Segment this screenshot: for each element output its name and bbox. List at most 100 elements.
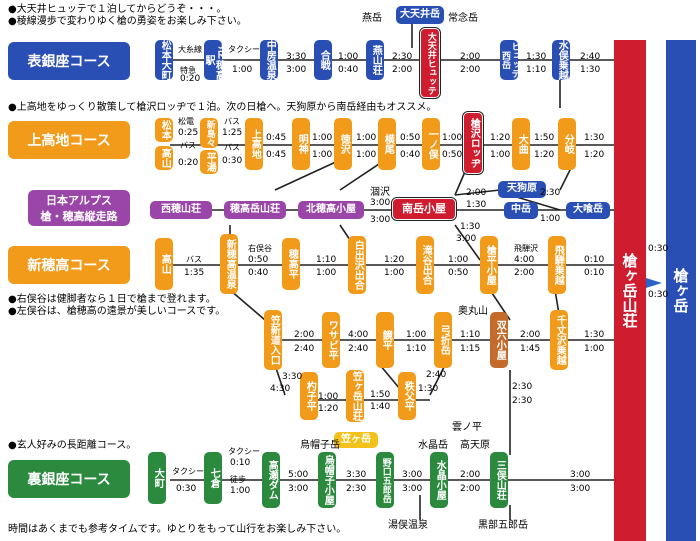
node-noguchi[interactable]: 野口五郎岳 [376,452,394,508]
node-akigane[interactable]: 秩父平 [398,372,416,420]
node-senjo[interactable]: 千丈沢乗越 [550,310,568,370]
node-yokoo[interactable]: 横尾 [378,118,396,170]
time-omote-1: 0:20 [180,74,201,84]
node-bunki[interactable]: 分岐 [558,118,576,170]
time-shin-6: 1:20 [384,255,405,265]
node-suisho[interactable]: 水晶小屋 [430,452,448,508]
trans-ura-taxi1: タクシー [172,467,204,476]
node-shinhotaka-spa[interactable]: 新穂高温泉 [220,234,238,294]
node-daitenjo-top[interactable]: 大天井岳 [396,6,444,24]
time-ura-12: 3:00 [570,470,591,480]
node-minami[interactable]: 南岳小屋 [392,198,456,220]
time-kami-10: 1:00 [356,150,377,160]
node-ichinomata[interactable]: 一ノ俣 [422,118,440,170]
node-hotaka-sanso[interactable]: 穂高岳山荘 [224,201,286,219]
time-kami-15: 1:20 [490,133,511,143]
trans-migi: 右俣谷 [248,244,272,253]
node-hida[interactable]: 飛騨乗越 [548,236,566,294]
time-kasa-10: 1:45 [520,344,541,354]
time-kl-8: 1:30 [418,384,439,394]
label-okumaru: 奥丸山 [458,306,488,317]
time-kl-5: 1:00 [318,392,339,402]
time-kl-7: 2:40 [426,370,447,380]
node-ura-omachi[interactable]: 大町 [148,452,166,504]
node-tokusawa[interactable]: 徳沢 [334,118,352,170]
node-shinshima[interactable]: 新島々 [200,118,218,148]
time-ura-6: 3:30 [346,470,367,480]
time-kami-16: 1:00 [490,150,511,160]
node-matsumoto-omachi[interactable]: 松本大町 [155,40,173,80]
time-shin-12: 0:10 [584,255,605,265]
time-alps-4: 1:30 [466,200,487,210]
node-obami[interactable]: 大喰岳 [566,202,610,219]
node-mizumata[interactable]: 水俣乗越 [552,40,570,80]
node-nakadake[interactable]: 中岳 [504,202,538,219]
node-eboshi[interactable]: 烏帽子小屋 [318,452,336,508]
time-kami-5: 0:45 [266,133,287,143]
time-ura-3: 1:00 [230,486,251,496]
time-kl-4: 1:40 [370,402,391,412]
note-omote-1: ●大天井ヒュッテで１泊してからどうぞ・・・。 [8,4,227,15]
label-yumata: 湯俣温泉 [388,520,428,531]
time-ura-8: 3:00 [402,470,423,480]
time-kami-4: 0:30 [222,156,243,166]
yarigatake-sanso[interactable]: 槍ヶ岳山荘 [614,40,646,541]
node-daitenjo[interactable]: 大天井ヒュッテ [420,28,440,98]
node-nakabusa[interactable]: 中房温泉 [260,40,278,80]
time-alps-5: 2:30 [540,188,561,198]
time-omote-6: 0:40 [338,65,359,75]
node-yaridaira[interactable]: 槍平小屋 [480,236,498,294]
time-kl-1: 3:30 [282,372,303,382]
node-oomagari[interactable]: 大曲 [512,118,530,170]
node-takase[interactable]: 高瀬ダム [262,452,280,508]
node-shirade[interactable]: 白出沢出合 [348,236,366,294]
node-yumiori[interactable]: 弓折岳 [434,312,452,368]
time-kasa-2: 2:40 [294,344,315,354]
node-kasashin[interactable]: 笠新道入口 [264,310,282,370]
node-takidani[interactable]: 滝谷出合 [416,236,434,294]
yarigatake-peak[interactable]: 槍ヶ岳 [666,40,696,541]
course-shinhotaka[interactable]: 新穂高コース [8,246,130,284]
node-kassen[interactable]: 合戦 [314,40,332,80]
node-hirayu[interactable]: 平湯 [200,150,218,174]
node-takayama[interactable]: 高山 [155,146,173,170]
course-alps[interactable]: 日本アルプス 槍・穂高縦走路 [28,190,130,226]
time-shin-10: 4:00 [514,255,535,265]
node-wasabi[interactable]: ワサビ平 [322,312,340,368]
node-kasadake[interactable]: 笠ヶ岳 [334,432,378,448]
node-myojin[interactable]: 明神 [292,118,310,170]
node-shakushi[interactable]: 杓子平 [300,372,318,420]
node-tengubara[interactable]: 天狗原 [498,181,546,198]
time-kasa-7: 1:10 [460,330,481,340]
node-takayama2[interactable]: 高山 [155,238,173,290]
course-omote[interactable]: 表銀座コース [8,42,130,80]
time-kami-9: 1:00 [356,133,377,143]
node-kasadake-sanso[interactable]: 笠ヶ岳山荘 [346,370,364,422]
node-jr-hotaka[interactable]: ＪＲ穂高駅 [203,40,225,80]
time-kami-13: 1:00 [442,133,463,143]
node-nanakura[interactable]: 七倉 [204,452,222,504]
node-kitaho[interactable]: 北穂高小屋 [298,201,364,219]
node-hotakadaira[interactable]: 穂高平 [282,238,300,290]
course-kamikochi[interactable]: 上高地コース [8,121,130,159]
course-ura[interactable]: 裏銀座コース [8,460,130,498]
node-hyutte-nishi[interactable]: ヒュッテ西岳 [500,40,520,80]
time-omote-9: 2:00 [460,52,481,62]
time-kl-2: 4:30 [270,384,291,394]
node-tsubakuro[interactable]: 燕山荘 [366,40,384,80]
time-ura-9: 3:00 [402,484,423,494]
node-matsumoto[interactable]: 松本 [155,118,173,142]
node-mitsumata[interactable]: 三俣山荘 [490,452,508,508]
time-alps-7: 1:30 [460,222,481,232]
node-kagami[interactable]: 鏡平 [376,312,394,368]
node-sugoroku[interactable]: 双六小屋 [490,312,508,368]
time-omote-14: 1:30 [580,65,601,75]
label-kumonodaira: 雲ノ平 [452,422,482,433]
note-shin-2: ●左俣谷は、槍穂高の遠景が美しいコースです。 [8,306,226,317]
time-shin-11: 2:00 [514,268,535,278]
trans-shin-bus: バス [186,255,202,264]
node-kamikochi[interactable]: 上高地 [245,118,263,170]
node-yarisawa[interactable]: 槍沢ロッヂ [463,112,483,174]
node-nishiho[interactable]: 西穂山荘 [150,201,212,219]
